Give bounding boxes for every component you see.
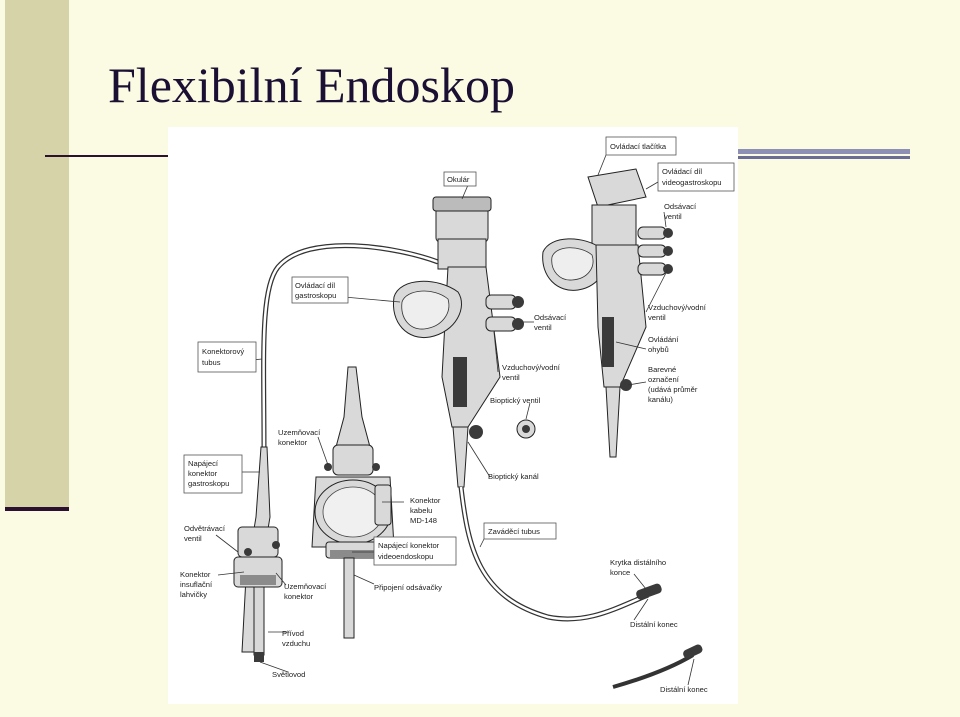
endoscope-drawing: Ovládací tlačítka Ovládací díl videogast… bbox=[180, 136, 735, 694]
label-konektor-insuflacni-2: insuflační bbox=[180, 580, 213, 589]
slide-title: Flexibilní Endoskop bbox=[108, 57, 515, 113]
label-konektorovy-tubus-2: tubus bbox=[202, 358, 221, 367]
label-krytka-2: konce bbox=[610, 568, 630, 577]
label-napajeci-konektor-video-1: Napájecí konektor bbox=[378, 541, 440, 550]
label-uzemnovaci-konektor-top-2: konektor bbox=[278, 438, 308, 447]
label-privod-vzduchu-2: vzduchu bbox=[282, 639, 310, 648]
label-uzemnovaci-konektor-top-1: Uzemňovací bbox=[278, 428, 321, 437]
label-barevne-1: Barevné bbox=[648, 365, 676, 374]
label-zavadeci-tubus: Zaváděcí tubus bbox=[488, 527, 540, 536]
label-odsavaci-ventil-mid-2: ventil bbox=[534, 323, 552, 332]
label-barevne-4: kanálu) bbox=[648, 395, 673, 404]
label-napajeci-konektor-gastro-3: gastroskopu bbox=[188, 479, 229, 488]
sidebar-accent-band bbox=[5, 0, 69, 510]
endoscope-diagram: Ovládací tlačítka Ovládací díl videogast… bbox=[168, 127, 738, 704]
title-rule-right bbox=[735, 149, 910, 154]
label-odvetravaci-ventil-2: ventil bbox=[184, 534, 202, 543]
label-ovladaci-dil-gastro-1: Ovládací díl bbox=[295, 281, 335, 290]
label-bioptic-kanal: Bioptický kanál bbox=[488, 472, 539, 481]
label-uzemnovaci-konektor-bot-1: Uzemňovací bbox=[284, 582, 327, 591]
label-konektor-kabelu-3: MD-148 bbox=[410, 516, 437, 525]
label-svetlovod: Světlovod bbox=[272, 670, 305, 679]
label-ovladani-ohybu-2: ohybů bbox=[648, 345, 669, 354]
label-barevne-2: označení bbox=[648, 375, 680, 384]
videogastroscope-body bbox=[542, 168, 673, 458]
label-napajeci-konektor-gastro-1: Napájecí bbox=[188, 459, 219, 468]
label-distalni-konec-2: Distální konec bbox=[660, 685, 708, 694]
label-napajeci-konektor-video-2: videoendoskopu bbox=[378, 552, 433, 561]
label-konektor-kabelu-2: kabelu bbox=[410, 506, 432, 515]
label-pripojeni-odsavacky: Připojení odsávačky bbox=[374, 583, 442, 592]
title-rule-left bbox=[45, 155, 170, 157]
insertion-tube bbox=[458, 486, 649, 622]
title-rule-right-shadow bbox=[735, 156, 910, 159]
label-odsavaci-ventil-right-2: ventil bbox=[664, 212, 682, 221]
biopsy-valve-icon bbox=[516, 419, 536, 439]
label-vzduch-vodni-right-1: Vzduchový/vodní bbox=[648, 303, 707, 312]
label-vzduch-vodni-mid-1: Vzduchový/vodní bbox=[502, 363, 561, 372]
label-okular: Okulár bbox=[447, 175, 470, 184]
label-konektorovy-tubus-1: Konektorový bbox=[202, 347, 244, 356]
label-odsavaci-ventil-mid-1: Odsávací bbox=[534, 313, 567, 322]
label-uzemnovaci-konektor-bot-2: konektor bbox=[284, 592, 314, 601]
label-ovladaci-tlacitka: Ovládací tlačítka bbox=[610, 142, 667, 151]
sidebar-accent-rule bbox=[5, 507, 69, 511]
label-ovladaci-dil-gastro-2: gastroskopu bbox=[295, 291, 336, 300]
label-konektor-insuflacni-3: lahvičky bbox=[180, 590, 207, 599]
label-odsavaci-ventil-right-1: Odsávací bbox=[664, 202, 697, 211]
label-ovladaci-dil-video-1: Ovládací díl bbox=[662, 167, 702, 176]
label-ovladaci-dil-video-2: videogastroskopu bbox=[662, 178, 722, 187]
label-vzduch-vodni-mid-2: ventil bbox=[502, 373, 520, 382]
label-odvetravaci-ventil-1: Odvětrávací bbox=[184, 524, 226, 533]
label-konektor-kabelu-1: Konektor bbox=[410, 496, 441, 505]
distal-tip-lower bbox=[612, 644, 703, 689]
label-privod-vzduchu-1: Přívod bbox=[282, 629, 304, 638]
gastroscope-connector bbox=[233, 446, 283, 662]
label-vzduch-vodni-right-2: ventil bbox=[648, 313, 666, 322]
label-bioptic-ventil: Bioptický ventil bbox=[490, 396, 541, 405]
gastroscope-body bbox=[392, 196, 524, 488]
videoendoscope-connector bbox=[311, 366, 395, 639]
label-ovladani-ohybu-1: Ovládání bbox=[648, 335, 679, 344]
label-konektor-insuflacni-1: Konektor bbox=[180, 570, 211, 579]
label-barevne-3: (udává průměr bbox=[648, 385, 698, 394]
label-napajeci-konektor-gastro-2: konektor bbox=[188, 469, 218, 478]
label-distalni-konec-1: Distální konec bbox=[630, 620, 678, 629]
label-krytka-1: Krytka distálního bbox=[610, 558, 666, 567]
